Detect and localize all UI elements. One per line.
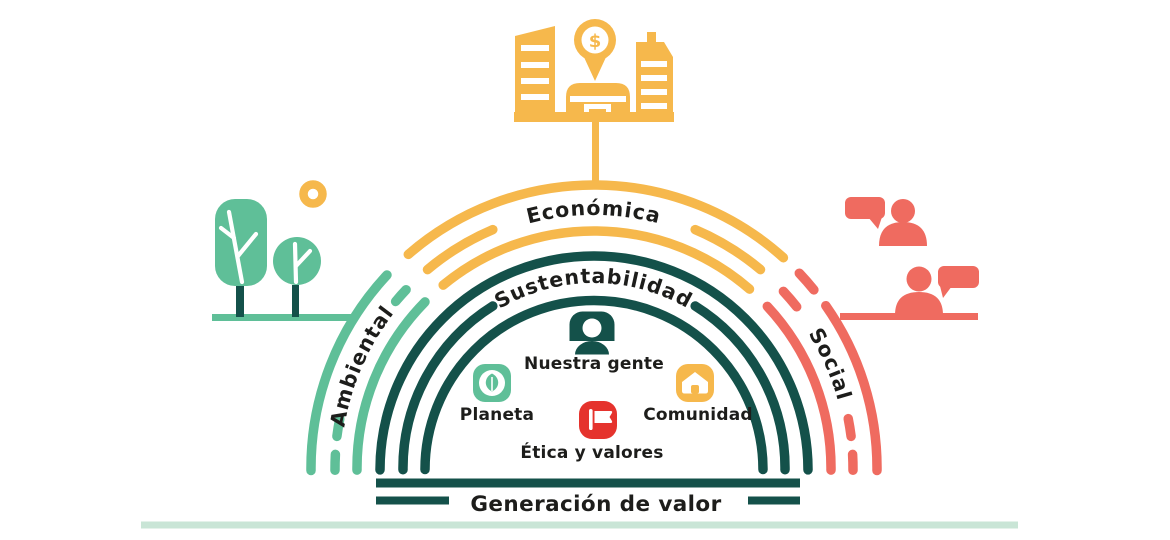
flag-icon xyxy=(579,401,617,439)
tree-large-icon xyxy=(215,199,267,317)
arch-rings xyxy=(306,180,882,476)
pillar-label: Ética y valores xyxy=(520,441,663,463)
pillar-label: Planeta xyxy=(460,405,534,425)
pillar-label: Comunidad xyxy=(643,405,753,425)
base-dash-right xyxy=(748,496,800,505)
ring-arc-dark-r169 xyxy=(420,295,768,475)
pillar-etica: Ética y valores xyxy=(520,401,663,463)
ring-arc-green-r259 xyxy=(390,284,411,307)
nature-illustration xyxy=(212,180,354,321)
buildings-icon xyxy=(514,26,674,122)
ring-arc-coral-r283 xyxy=(794,268,819,295)
money-pin-icon: $ xyxy=(574,19,616,81)
ring-arc-coral-r237 xyxy=(762,301,836,475)
people-illustration xyxy=(840,197,979,320)
person-chat-icon-top xyxy=(845,197,927,246)
tree-small-icon xyxy=(273,237,321,317)
base-dash-left xyxy=(376,496,449,505)
value-generation-base: Generación de valor xyxy=(376,478,800,517)
ring-arc-dark-r191 xyxy=(690,301,790,475)
dollar-symbol: $ xyxy=(589,31,602,52)
ring-arc-coral-r259 xyxy=(843,413,856,442)
city-economy-illustration: $ xyxy=(514,19,674,188)
right-ground-line xyxy=(840,313,978,320)
pillar-label: Nuestra gente xyxy=(524,354,664,374)
sun-icon xyxy=(299,180,327,208)
base-bar xyxy=(376,478,800,488)
pillar-comunidad: Comunidad xyxy=(643,364,753,425)
base-label: Generación de valor xyxy=(470,492,721,517)
house-icon xyxy=(676,364,714,402)
person-chat-icon-bottom xyxy=(895,266,979,315)
ring-arc-coral-r283 xyxy=(821,300,882,476)
ring-arc-green-r237 xyxy=(352,297,430,475)
ring-arc-dark-r191 xyxy=(398,301,498,475)
ring-arc-green-r259 xyxy=(332,413,345,442)
person-icon xyxy=(566,311,618,355)
ring-arc-coral-r259 xyxy=(778,286,802,312)
bottom-ground-line xyxy=(141,521,1018,529)
ring-arc-green-r283 xyxy=(306,270,392,476)
ring-arc-yellow-r259 xyxy=(422,224,498,275)
building-stem-connector xyxy=(592,120,599,188)
ring-label-economica: Económica xyxy=(524,196,664,228)
pillar-nuestra-gente: Nuestra gente xyxy=(524,311,664,374)
leaf-icon xyxy=(473,364,511,402)
ring-arc-dark-r214 xyxy=(375,251,813,475)
pillar-planeta: Planeta xyxy=(460,364,534,425)
ring-arc-yellow-r237 xyxy=(438,226,755,294)
ring-arc-yellow-r259 xyxy=(690,224,766,275)
left-ground-line xyxy=(212,314,354,321)
